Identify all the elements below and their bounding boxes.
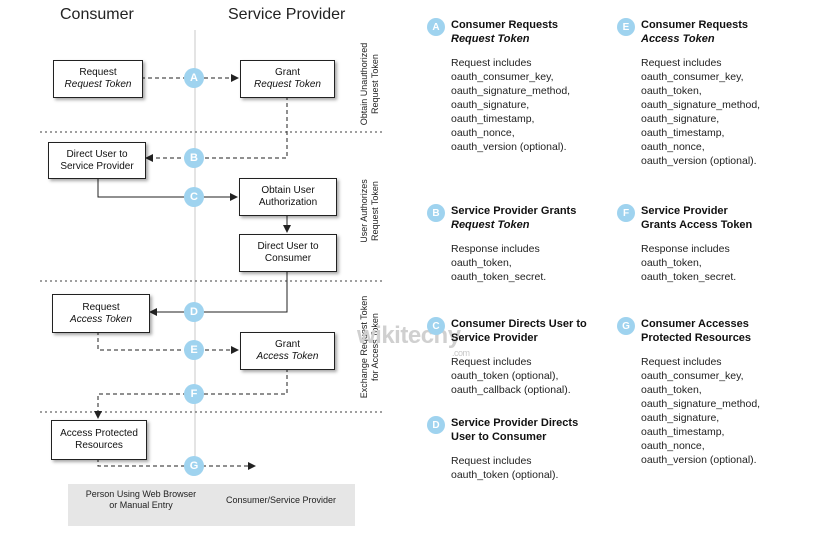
consumer-column-heading: Consumer xyxy=(60,6,134,23)
step-badge-b: B xyxy=(184,148,204,168)
annotation-badge-c: C xyxy=(427,317,445,335)
step-badge-a: A xyxy=(184,68,204,88)
legend-consumer-provider-label: Consumer/Service Provider xyxy=(225,495,337,505)
annotation-badge-a: A xyxy=(427,18,445,36)
annotation-badge-g: G xyxy=(617,317,635,335)
step-badge-e: E xyxy=(184,340,204,360)
annotation-badge-e: E xyxy=(617,18,635,36)
step-badge-f: F xyxy=(184,384,204,404)
step-badge-d: D xyxy=(184,302,204,322)
service-provider-column-heading: Service Provider xyxy=(228,6,346,23)
annotation-badge-b: B xyxy=(427,204,445,222)
step-badge-c: C xyxy=(184,187,204,207)
annotation-badge-d: D xyxy=(427,416,445,434)
annotation-badge-f: F xyxy=(617,204,635,222)
step-badge-g: G xyxy=(184,456,204,476)
